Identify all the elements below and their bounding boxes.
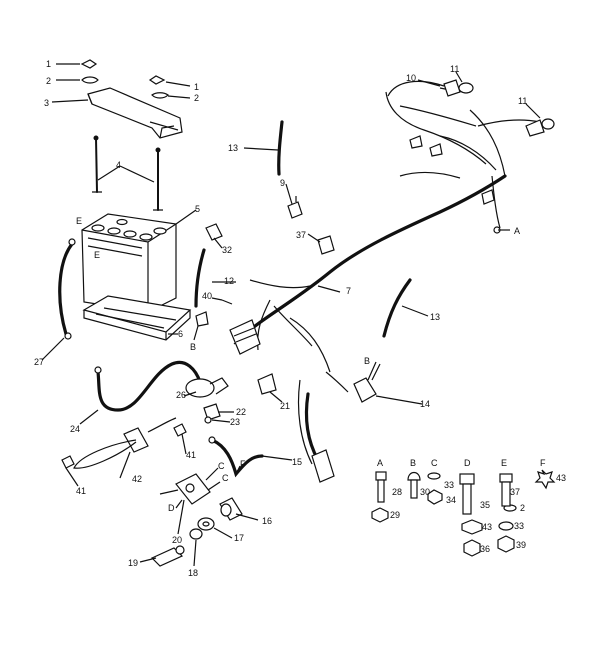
callout-4: 4	[116, 160, 121, 170]
fuse-holder-42	[73, 417, 177, 469]
legend-header-a: A	[377, 458, 383, 468]
main-wiring-harness	[233, 91, 507, 373]
legend-part-29: 29	[390, 510, 400, 520]
callout-20: 20	[172, 535, 182, 545]
wire-12	[194, 248, 206, 308]
legend-header-e: E	[501, 458, 507, 468]
bolt-40	[221, 299, 233, 305]
callout-42: 42	[132, 474, 142, 484]
callout-23: 23	[230, 417, 240, 427]
connector-37	[317, 235, 335, 255]
callout-26: 26	[176, 390, 186, 400]
connector-16	[219, 497, 243, 521]
legend-header-f: F	[540, 458, 546, 468]
callout-9: 9	[280, 178, 285, 188]
legend-part-37: 37	[510, 487, 520, 497]
callout-12: 12	[224, 276, 234, 286]
wire-loom-13	[277, 120, 412, 338]
callout-32: 32	[222, 245, 232, 255]
callout-41b: 41	[76, 486, 86, 496]
legend-part-34: 34	[446, 495, 456, 505]
letter-b-lower: B	[190, 342, 196, 352]
relay-32	[205, 223, 223, 241]
hardware-legend	[371, 469, 556, 557]
legend-part-33a: 33	[444, 480, 454, 490]
letter-c-lower: C	[222, 473, 229, 483]
nut-17	[197, 517, 215, 531]
legend-header-b: B	[410, 458, 416, 468]
callout-27: 27	[34, 357, 44, 367]
callout-3: 3	[44, 98, 49, 108]
legend-part-28: 28	[392, 487, 402, 497]
letter-b-upper: B	[364, 356, 370, 366]
callout-19: 19	[128, 558, 138, 568]
callout-37: 37	[296, 230, 306, 240]
callout-1a: 1	[46, 59, 51, 69]
connector-26	[185, 377, 229, 398]
terminal-41-left	[61, 455, 75, 469]
battery-caps	[91, 218, 167, 241]
callout-17: 17	[234, 533, 244, 543]
callout-13b: 13	[430, 312, 440, 322]
legend-part-39: 39	[516, 540, 526, 550]
callout-11b: 11	[518, 96, 527, 106]
headlight-harness	[387, 79, 555, 234]
legend-header-d: D	[464, 458, 471, 468]
callout-15: 15	[292, 457, 302, 467]
legend-part-36: 36	[480, 544, 490, 554]
callout-6: 6	[178, 329, 183, 339]
battery-ground-cable	[58, 238, 76, 340]
callout-labels: 1 2 3 1 2 4 5 6 7 9 10 11 11 12 13 13 14…	[34, 59, 527, 578]
letter-e-side: E	[94, 250, 100, 260]
leader-lines	[41, 63, 541, 567]
legend-part-30: 30	[420, 487, 430, 497]
hold-down-rods	[92, 135, 163, 211]
legend-part-43b: 43	[482, 522, 492, 532]
callout-13a: 13	[228, 143, 238, 153]
battery-tray	[82, 295, 192, 341]
callout-7: 7	[346, 286, 351, 296]
callout-40: 40	[202, 291, 212, 301]
harness-connector-block	[195, 311, 261, 355]
battery	[81, 213, 177, 313]
terminal-41-right	[173, 423, 187, 437]
callout-11a: 11	[450, 64, 459, 74]
letter-f: F	[240, 459, 246, 469]
legend-part-33b: 33	[514, 521, 524, 531]
callout-41a: 41	[186, 450, 196, 460]
nut-18	[189, 528, 203, 540]
callout-2b: 2	[194, 93, 199, 103]
callout-16: 16	[262, 516, 272, 526]
letter-a-wire: A	[514, 226, 520, 236]
legend-header-c: C	[431, 458, 438, 468]
key-19	[150, 545, 185, 567]
callout-10: 10	[406, 73, 416, 83]
callout-1b: 1	[194, 82, 199, 92]
hardware-legend-labels: A B C D E F 28 30 33 34 35 2 37 43 29 43…	[377, 458, 566, 554]
callout-2a: 2	[46, 76, 51, 86]
callout-14: 14	[420, 399, 430, 409]
harness-right-branch	[257, 371, 377, 483]
legend-part-43a: 43	[556, 473, 566, 483]
letter-c-upper: C	[218, 461, 225, 471]
callout-18: 18	[188, 568, 198, 578]
callout-22: 22	[236, 407, 246, 417]
ignition-switch-20	[175, 473, 211, 505]
letter-d: D	[168, 503, 175, 513]
cable-24	[94, 360, 202, 412]
callout-21: 21	[280, 401, 290, 411]
legend-part-2: 2	[520, 503, 525, 513]
callout-5: 5	[195, 204, 200, 214]
letter-e-top: E	[76, 216, 82, 226]
terminal-letters: E E A B B C C D F	[76, 216, 520, 513]
wing-nut-part	[80, 59, 169, 99]
bracket-22	[203, 403, 221, 424]
legend-part-35: 35	[480, 500, 490, 510]
callout-24: 24	[70, 424, 80, 434]
battery-hold-down-strap	[87, 87, 183, 139]
connector-9	[287, 196, 303, 219]
